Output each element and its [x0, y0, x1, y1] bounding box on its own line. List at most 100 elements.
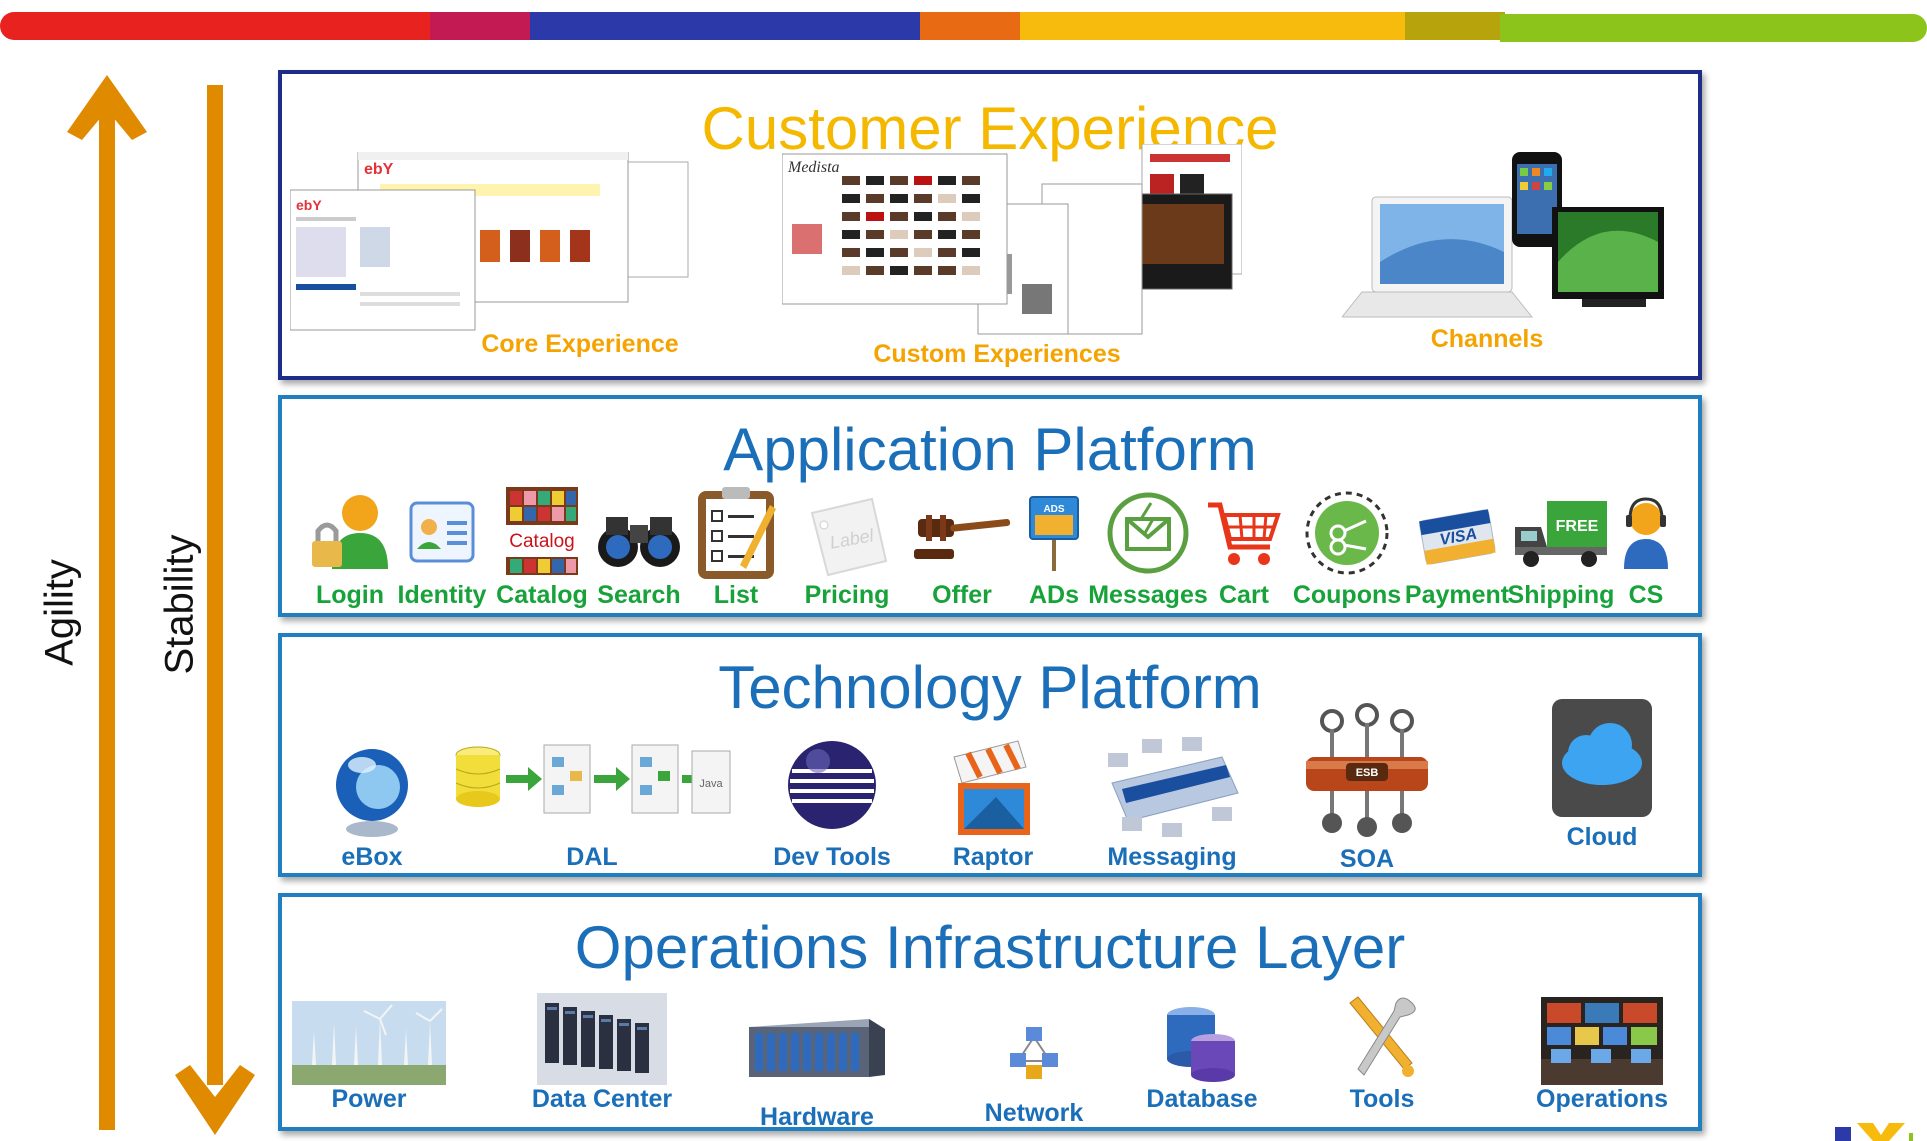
item-label: Catalog: [496, 581, 588, 609]
medista-logo: Medista: [787, 159, 840, 176]
message-bus-diagram-icon: [1108, 737, 1239, 837]
item-label: Channels: [1430, 325, 1544, 353]
item-label: ADs: [1028, 581, 1079, 609]
power-item: Power: [292, 1001, 446, 1114]
hardware-item: Hardware: [742, 1017, 892, 1132]
item-label: Hardware: [760, 1103, 874, 1131]
database-cylinders-icon: [1167, 1007, 1235, 1082]
soa-item: ESB SOA: [1302, 701, 1432, 874]
shipping-item: FREE Shipping: [1506, 491, 1616, 610]
cloud-icon: [1552, 699, 1652, 817]
ebox-orb-icon: [336, 749, 408, 837]
lock-user-icon: [312, 495, 388, 569]
item-label: Cart: [1218, 581, 1269, 609]
layer-title: Technology Platform: [718, 654, 1262, 721]
esb-pipe-icon: ESB: [1306, 703, 1428, 837]
data-access-flow-icon: Java: [455, 744, 731, 814]
application-platform-layer: Application Platform Login Identity Cata…: [278, 395, 1702, 617]
operations-room-icon: [1541, 997, 1663, 1085]
item-label: Dev Tools: [773, 843, 891, 871]
tools-item: Tools: [1332, 993, 1432, 1114]
raptor-item: Raptor: [928, 737, 1058, 872]
visa-word: VISA: [1439, 526, 1479, 549]
wrench-screwdriver-icon: [1349, 996, 1416, 1077]
custom-experiences-item: Medista Custom Experiences: [782, 144, 1242, 369]
dal-item: Java DAL: [452, 737, 732, 872]
item-label: Search: [597, 581, 681, 609]
core-experience-item: ebY ebY Core Experience: [290, 152, 690, 359]
ebay-logo: ebY: [364, 161, 394, 178]
item-label: eBox: [341, 843, 403, 871]
eclipse-icon: [788, 741, 876, 829]
channels-item: Channels: [1342, 152, 1672, 354]
item-label: Messaging: [1107, 843, 1237, 871]
top-color-band: [0, 0, 1927, 52]
pricing-item: Label Pricing: [797, 491, 897, 610]
ads-word: ADS: [1043, 504, 1064, 515]
ebay-logo: ebY: [296, 197, 322, 213]
credit-card-icon: VISA: [1419, 509, 1496, 565]
item-label: Core Experience: [481, 330, 679, 358]
cloud-item: Cloud: [1532, 697, 1672, 852]
blade-server-icon: [749, 1019, 885, 1077]
item-label: Network: [984, 1099, 1084, 1127]
ebox-item: eBox: [312, 733, 432, 872]
agility-arrow: [67, 75, 147, 1130]
database-item: Database: [1142, 1003, 1262, 1114]
shopping-cart-icon: [1208, 502, 1281, 565]
ads-item: ADS ADs: [1019, 491, 1089, 610]
item-label: List: [713, 581, 759, 609]
price-tag-icon: Label: [810, 497, 888, 577]
id-card-icon: [409, 501, 475, 563]
item-label: Tools: [1349, 1085, 1415, 1113]
item-label: Power: [331, 1085, 407, 1113]
free-word: FREE: [1556, 518, 1599, 535]
item-label: Coupons: [1292, 581, 1402, 609]
corner-logo-fragment: [1835, 1123, 1913, 1141]
item-label: Database: [1146, 1085, 1258, 1113]
search-item: Search: [594, 491, 684, 610]
dev-tools-item: Dev Tools: [752, 731, 912, 872]
wind-turbines-icon: [292, 1001, 446, 1085]
item-label: Data Center: [531, 1085, 673, 1113]
stability-label: Stability: [157, 534, 202, 675]
film-clapper-icon: [953, 740, 1030, 835]
payment-item: VISA Payment: [1402, 491, 1512, 610]
item-label: Login: [315, 581, 385, 609]
layer-title: Application Platform: [723, 416, 1257, 483]
esb-word: ESB: [1356, 767, 1379, 779]
ebay-page-screenshots-icon: ebY ebY: [290, 152, 689, 331]
item-label: Messages: [1088, 581, 1208, 609]
item-label: Offer: [932, 581, 992, 609]
cart-item: Cart: [1204, 491, 1284, 610]
cs-item: CS: [1616, 491, 1676, 610]
messaging-item: Messaging: [1092, 733, 1252, 872]
clipboard-checklist-icon: [698, 487, 776, 579]
devices-laptop-phone-tv-icon: [1342, 152, 1664, 318]
catalog-word: Catalog: [509, 531, 575, 552]
item-label: CS: [1628, 581, 1664, 609]
binoculars-icon: [598, 517, 680, 567]
coupons-item: Coupons: [1292, 487, 1402, 610]
network-item: Network: [974, 1023, 1094, 1128]
operations-infrastructure-layer: Operations Infrastructure Layer Power Da…: [278, 893, 1702, 1131]
gavel-icon: [914, 515, 1011, 559]
java-word: Java: [699, 778, 723, 790]
item-label: Shipping: [1507, 581, 1615, 609]
item-label: Identity: [397, 581, 487, 609]
login-item: Login: [310, 491, 390, 610]
operations-item: Operations: [1532, 997, 1672, 1114]
item-label: Cloud: [1566, 823, 1638, 851]
item-label: Pricing: [804, 581, 890, 609]
server-racks-icon: [537, 993, 667, 1085]
item-label: Payment: [1404, 581, 1510, 609]
customer-experience-layer: Customer Experience ebY ebY Core Experie…: [278, 70, 1702, 380]
identity-item: Identity: [392, 491, 492, 610]
ads-sign-icon: ADS: [1029, 496, 1079, 571]
technology-platform-layer: Technology Platform eBox Java DAL: [278, 633, 1702, 877]
item-label: DAL: [566, 843, 618, 871]
network-nodes-icon: [1010, 1027, 1058, 1079]
catalog-item: Catalog Catalog: [494, 487, 590, 610]
messages-item: Messages: [1088, 491, 1208, 610]
list-item: List: [696, 485, 776, 610]
